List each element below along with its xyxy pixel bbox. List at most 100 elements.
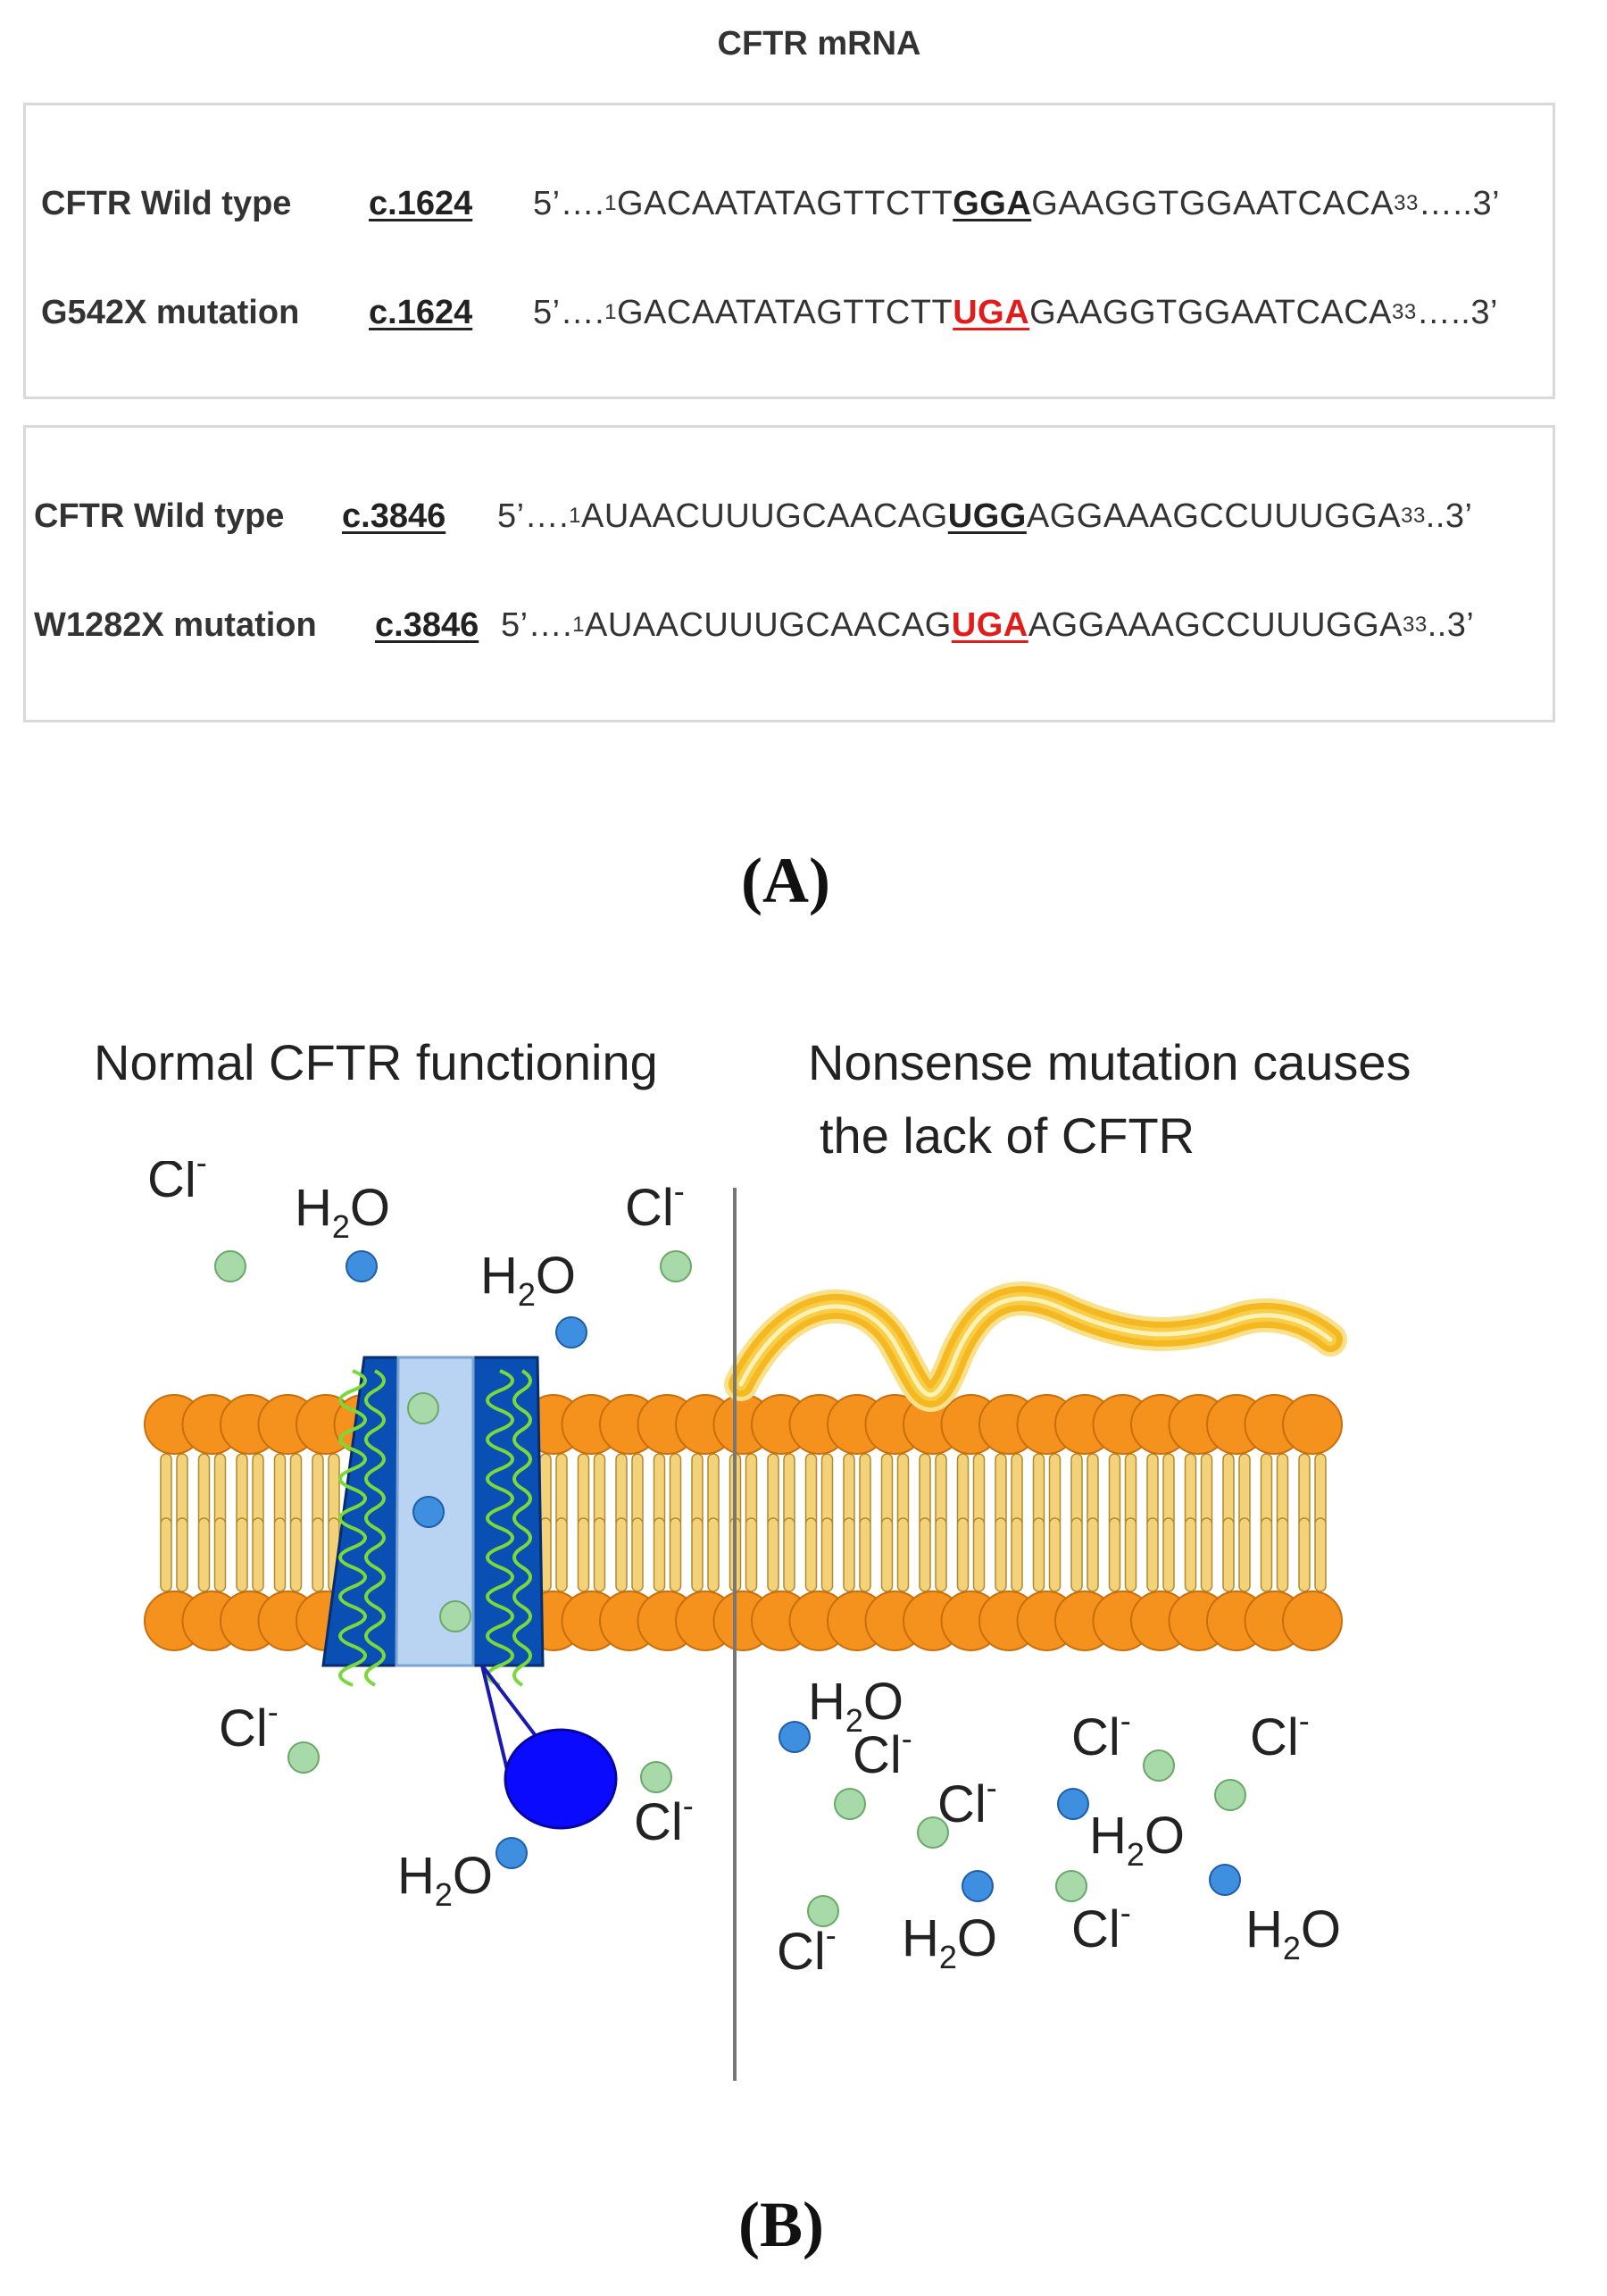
right-heading-line2: the lack of CFTR	[820, 1107, 1195, 1164]
regulatory-domain	[504, 1728, 618, 1830]
lipid-tail	[252, 1453, 264, 1528]
lipid-tail	[273, 1453, 287, 1528]
lipid-tail	[1222, 1517, 1235, 1592]
target-codon: UGA	[951, 605, 1028, 644]
lipid-tail	[1108, 1453, 1121, 1528]
lipid-tail	[1070, 1517, 1083, 1592]
lipid-tail	[213, 1453, 227, 1528]
lipid-tail	[631, 1453, 644, 1528]
lipid-tail	[995, 1517, 1007, 1592]
lipid-tail	[956, 1453, 970, 1528]
lipid-tail	[859, 1453, 871, 1528]
lipid-tail	[555, 1517, 568, 1592]
lipid-tail	[1200, 1453, 1213, 1528]
chloride-label: Cl-	[853, 1720, 912, 1784]
lipid-tail	[176, 1517, 188, 1592]
seq-before-codon: GACAATATAGTTCTT	[617, 184, 953, 222]
chloride-ion	[1055, 1870, 1087, 1902]
lipid-tail	[880, 1453, 894, 1528]
chloride-label: Cl-	[634, 1787, 694, 1851]
seq-after-codon: AGGAAAGCCUUUGGA	[1026, 497, 1402, 535]
chloride-ion	[287, 1741, 320, 1774]
water-label: H2O	[295, 1179, 390, 1245]
chloride-label: Cl-	[147, 1161, 207, 1208]
lipid-tail	[593, 1517, 606, 1592]
lipid-tail	[653, 1453, 666, 1528]
lipid-tail	[1222, 1453, 1235, 1528]
lipid-tail	[252, 1517, 264, 1592]
water-label: H2O	[1245, 1900, 1341, 1966]
lipid-tail	[539, 1453, 552, 1528]
lipid-head	[1282, 1394, 1343, 1455]
water-molecule	[412, 1496, 445, 1528]
lipid-tail	[1276, 1517, 1289, 1592]
lipid-tail	[1184, 1453, 1197, 1528]
lipid-tail	[820, 1517, 834, 1592]
lipid-tail	[1184, 1517, 1197, 1592]
lipid-tail	[1146, 1453, 1159, 1528]
seq-suffix: …..3’	[1418, 184, 1501, 222]
lipid-tail	[236, 1517, 248, 1592]
sequence-box-2	[23, 425, 1555, 722]
chloride-ion	[407, 1392, 439, 1424]
lipid-tail	[804, 1517, 818, 1592]
chloride-label: Cl-	[1071, 1894, 1131, 1958]
lipid-tail	[1162, 1453, 1175, 1528]
chloride-label: Cl-	[777, 1916, 837, 1981]
chloride-label: Cl-	[625, 1173, 685, 1237]
lipid-head	[1282, 1591, 1343, 1651]
lipid-tail	[767, 1453, 779, 1528]
lipid-tail	[197, 1517, 211, 1592]
lipid-tail	[197, 1453, 211, 1528]
seq-suffix: ..3’	[1425, 497, 1473, 535]
lipid-tail	[1124, 1517, 1137, 1592]
lipid-tail	[972, 1453, 986, 1528]
chloride-ion	[660, 1250, 692, 1282]
lipid-tail	[691, 1453, 704, 1528]
mrna-strand	[724, 1282, 1347, 1412]
lipid-tail	[956, 1517, 970, 1592]
row-position-code: c.1624	[369, 293, 473, 331]
seq-prefix: 5’….	[533, 293, 605, 331]
channel-squiggle-left	[364, 1369, 386, 1687]
lipid-tail	[577, 1517, 590, 1592]
lipid-tail	[1200, 1517, 1213, 1592]
lipid-tail	[236, 1453, 248, 1528]
left-heading: Normal CFTR functioning	[94, 1034, 658, 1090]
chloride-label: Cl-	[219, 1693, 279, 1757]
seq-prefix: 5’….	[497, 497, 570, 535]
seq-after-codon: GAAGGTGGAATCACA	[1031, 184, 1395, 222]
lipid-tail	[1314, 1517, 1327, 1592]
water-label: H2O	[480, 1247, 576, 1313]
seq-after-codon: AGGAAAGCCUUUGGA	[1028, 605, 1403, 644]
water-label: H2O	[808, 1673, 903, 1739]
chloride-ion	[439, 1600, 471, 1632]
lipid-tail	[919, 1453, 931, 1528]
lipid-tail	[783, 1517, 795, 1592]
lipid-tail	[1087, 1517, 1099, 1592]
water-label: H2O	[902, 1909, 997, 1975]
lipid-tail	[1011, 1517, 1023, 1592]
lipid-tail	[289, 1453, 303, 1528]
lipid-tail	[896, 1453, 910, 1528]
lipid-tail	[1032, 1517, 1045, 1592]
row-position-code: c.3846	[342, 497, 446, 535]
lipid-tail	[935, 1453, 947, 1528]
lipid-tail	[1146, 1517, 1159, 1592]
lipid-tail	[1011, 1453, 1023, 1528]
lipid-tail	[1276, 1453, 1289, 1528]
chloride-ion	[1143, 1749, 1175, 1782]
lipid-tail	[935, 1517, 947, 1592]
panel-a-title: CFTR mRNA	[717, 25, 921, 63]
lipid-heads	[144, 1394, 1343, 1651]
lipid-tail	[653, 1517, 666, 1592]
lipid-tail	[880, 1517, 894, 1592]
panel-b-label: (B)	[738, 2189, 824, 2260]
lipid-tail	[745, 1517, 758, 1592]
sequence-box-1	[23, 103, 1555, 399]
row-label: W1282X mutation	[34, 605, 317, 644]
lipid-tail	[176, 1453, 188, 1528]
chloride-ion	[834, 1788, 866, 1820]
